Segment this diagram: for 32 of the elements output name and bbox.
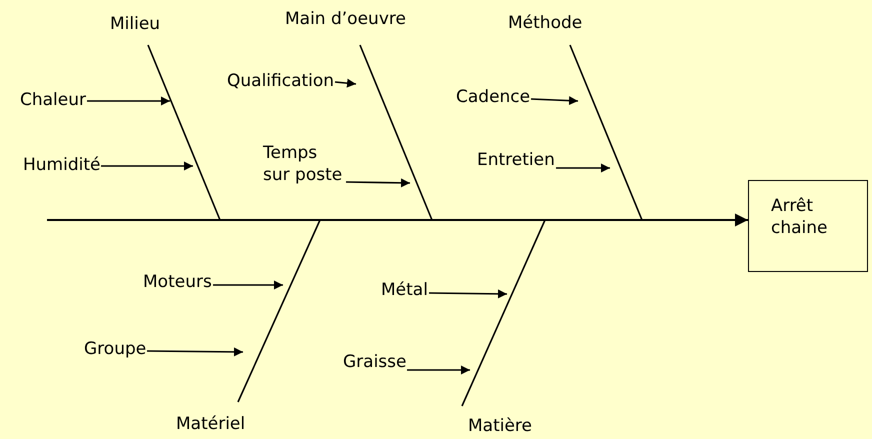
cause-label: Entretien — [477, 149, 555, 171]
bone-line — [359, 44, 433, 220]
arrow — [556, 164, 610, 172]
arrow — [213, 280, 283, 290]
arrow — [334, 78, 356, 88]
arrow — [147, 347, 243, 356]
cause-label: Chaleur — [20, 89, 86, 111]
bone-line — [569, 44, 643, 220]
arrow — [87, 96, 170, 106]
bone-line — [461, 220, 546, 406]
arrow — [346, 178, 410, 188]
arrow — [101, 162, 193, 170]
arrow — [428, 289, 508, 298]
cause-label: Groupe — [84, 338, 146, 360]
spine-arrow — [47, 214, 748, 226]
cause-label: Temps sur poste — [263, 142, 345, 188]
cause-label: Graisse — [343, 351, 406, 373]
cause-label: Moteurs — [143, 271, 212, 293]
cause-label: Humidité — [23, 154, 100, 176]
category-label: Matériel — [176, 413, 246, 435]
arrow — [407, 366, 470, 374]
cause-label: Qualification — [227, 70, 334, 92]
cause-label: Métal — [381, 279, 428, 301]
category-label: Milieu — [110, 13, 160, 35]
category-label: Matière — [468, 415, 532, 437]
category-label: Méthode — [508, 12, 582, 34]
bone-line — [237, 220, 321, 402]
arrow — [530, 96, 578, 106]
category-label: Main d’oeuvre — [285, 8, 406, 30]
effect-box: Arrêt chaine — [748, 180, 868, 272]
cause-label: Cadence — [456, 86, 530, 108]
bone-line — [147, 44, 221, 220]
